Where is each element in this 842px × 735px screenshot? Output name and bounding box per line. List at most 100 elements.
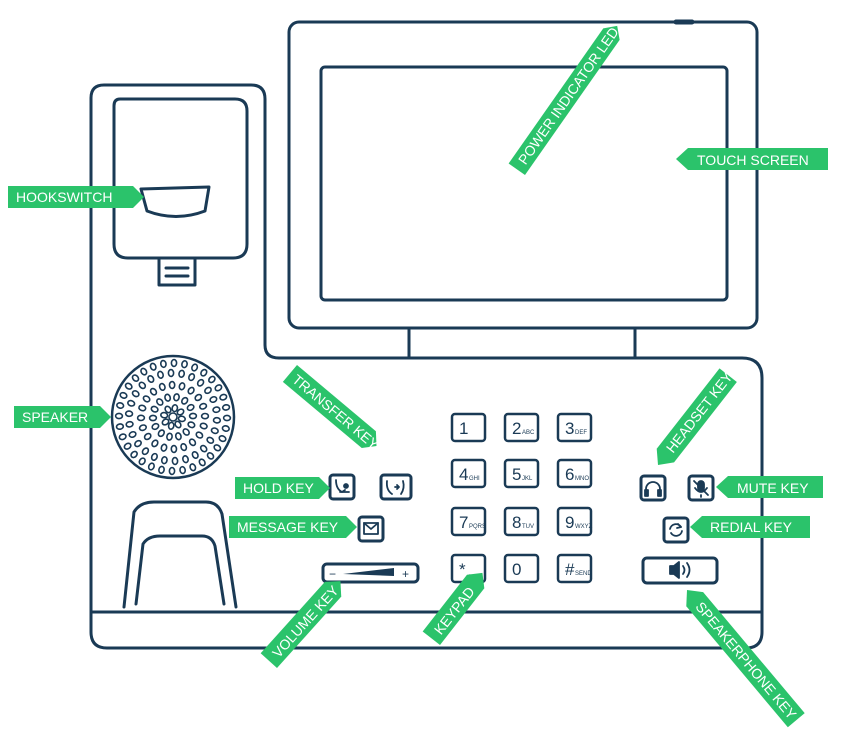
speaker-hole [177, 415, 186, 423]
speakerphone-key[interactable] [641, 556, 719, 585]
display-housing [287, 20, 759, 330]
speaker-hole [160, 456, 168, 465]
speaker-hole [166, 432, 173, 441]
speaker-hole [131, 390, 140, 398]
speaker-hole [174, 420, 182, 429]
speaker-icon [669, 561, 691, 579]
speaker-hole [173, 393, 180, 402]
speaker-hole [119, 391, 128, 399]
mute-key-label: MUTE KEY [737, 480, 809, 496]
speaker-hole [164, 393, 172, 402]
speaker-hole [187, 386, 195, 395]
speaker-hole [194, 393, 203, 402]
transfer-key[interactable] [379, 473, 413, 501]
redial-key[interactable] [662, 516, 690, 544]
microphone-mute-icon [693, 480, 709, 498]
keypad-digit: 9 [565, 513, 574, 532]
keypad-digit: 6 [565, 465, 574, 484]
speaker-hole [156, 398, 164, 406]
hold-key-label-tag [235, 477, 330, 499]
speaker-hole [147, 374, 155, 384]
speaker-hole [206, 436, 215, 444]
hookswitch[interactable] [139, 185, 211, 218]
touch-screen-label: TOUCH SCREEN [697, 152, 809, 168]
speaker-hole [151, 439, 159, 448]
keypad-key-0[interactable]: 1 [450, 412, 487, 443]
speaker-hole [160, 443, 168, 452]
speaker-hole [206, 452, 215, 460]
speaker-hole [181, 360, 188, 369]
speaker-hole [221, 425, 230, 432]
hold-icon [335, 479, 350, 493]
speaker-hole [191, 363, 199, 372]
speaker-hole [168, 412, 178, 422]
speaker-hole [198, 458, 206, 467]
envelope-icon [363, 522, 379, 535]
speaker-hole [164, 405, 172, 414]
hookswitch-tab [157, 256, 197, 287]
keypad-digit: 3 [565, 419, 574, 438]
speaker-hole [195, 431, 204, 439]
speaker-hole [143, 432, 152, 441]
speaker-hole [204, 386, 212, 395]
speaker-hole [200, 368, 208, 377]
volume-minus-label: − [329, 567, 336, 581]
power-led-label-tag [508, 25, 620, 175]
speaker-hole [158, 382, 166, 392]
speaker-hole [212, 416, 222, 424]
keypad-letters: . [469, 571, 471, 577]
touch-screen[interactable] [319, 65, 729, 302]
hookswitch-label-tag [8, 186, 144, 208]
speaker-hole [188, 412, 198, 420]
speaker-hole [168, 380, 176, 390]
speaker-hole [151, 422, 160, 431]
keypad-letters: GHI [469, 476, 480, 482]
speaker-hole [140, 367, 148, 376]
redial-key-label: REDIAL KEY [710, 519, 793, 535]
speaker-grille [110, 354, 236, 480]
speaker-hole [167, 368, 175, 378]
keypad-digit: 4 [459, 465, 468, 484]
speaker-hole [171, 404, 179, 413]
speaker-hole [209, 395, 218, 404]
speaker-hole [212, 406, 221, 414]
volume-key[interactable] [321, 562, 420, 584]
speaker-hole [138, 424, 148, 432]
speaker-hole [136, 414, 146, 422]
speaker-hole [167, 421, 175, 430]
speaker-hole [210, 427, 219, 435]
speaker-hole [213, 444, 222, 452]
keypad-digit: 7 [459, 513, 468, 532]
speaker-hole [148, 414, 158, 422]
handset-rest [122, 500, 238, 609]
mute-key[interactable] [687, 474, 715, 502]
headset-key[interactable] [639, 474, 667, 502]
mute-key-label-tag [716, 476, 823, 498]
speaker-hole [161, 418, 170, 426]
keypad-letters: MNO [575, 476, 589, 482]
speaker-hole [168, 466, 176, 476]
speaker-hole [142, 395, 151, 403]
speaker-hole [174, 432, 182, 441]
message-key[interactable] [357, 515, 385, 543]
hold-key[interactable] [328, 473, 356, 501]
power-led-label: POWER INDICATOR LED [515, 24, 622, 167]
keypad-key-10[interactable]: 0 [503, 553, 540, 584]
speakerphone-key-label: SPEAKERPHONE KEY [692, 599, 800, 723]
speaker-hole [134, 439, 142, 448]
keypad-key-11[interactable]: #SEND [556, 553, 592, 584]
speaker-hole [179, 465, 187, 475]
speaker-hole [170, 444, 178, 454]
speaker-hole [160, 411, 169, 419]
speaker-hole [208, 375, 216, 384]
speaker-hole [199, 422, 208, 430]
volume-key-label-tag [260, 581, 342, 668]
